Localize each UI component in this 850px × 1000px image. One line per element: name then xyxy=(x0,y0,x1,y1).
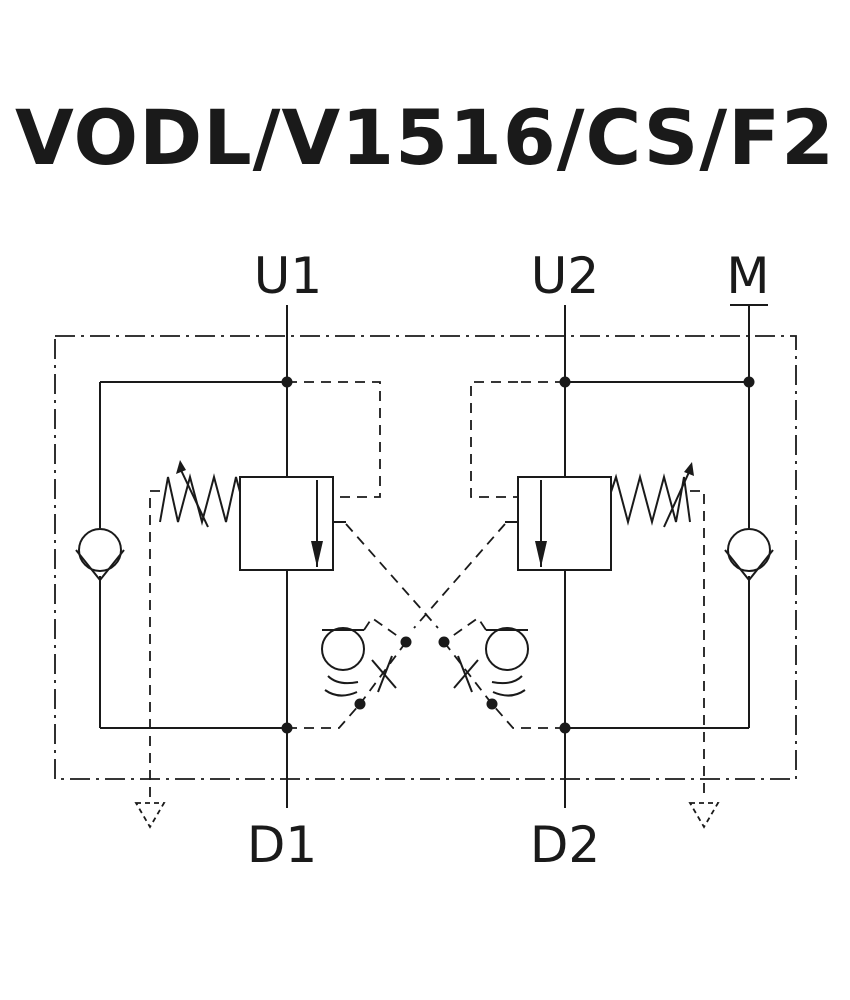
manifold-boundary xyxy=(54,335,797,780)
drain-symbol-right xyxy=(688,802,720,829)
spring-left-icon xyxy=(159,460,241,528)
page-title: VODL/V1516/CS/F2 xyxy=(15,93,835,182)
port-label-m: M xyxy=(726,247,769,305)
left-circuit xyxy=(75,305,439,829)
counterbalance-valve-left xyxy=(239,476,334,571)
port-label-d1: D1 xyxy=(247,816,317,874)
port-label-u1: U1 xyxy=(254,247,322,305)
shuttle-valve-right xyxy=(443,616,529,705)
right-circuit xyxy=(413,304,774,829)
shuttle-valve-left xyxy=(321,616,407,705)
port-label-u2: U2 xyxy=(531,247,599,305)
spring-right-icon xyxy=(610,462,694,528)
port-label-d2: D2 xyxy=(530,816,600,874)
check-valve-left xyxy=(75,528,125,582)
counterbalance-valve-right xyxy=(517,476,612,571)
check-valve-right xyxy=(724,528,774,582)
drain-symbol-left xyxy=(134,802,166,829)
